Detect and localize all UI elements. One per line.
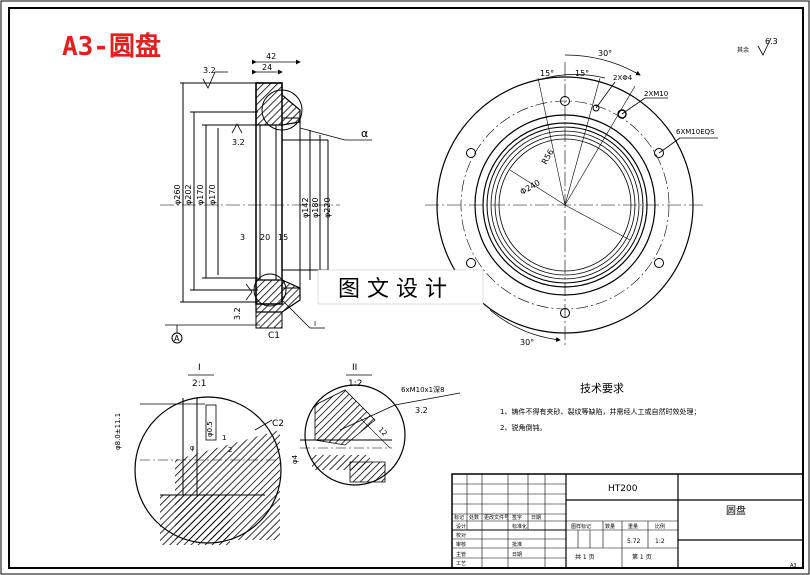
svg-text:6XM10EQS: 6XM10EQS xyxy=(676,128,715,136)
svg-text:2XΦ4: 2XΦ4 xyxy=(613,74,633,82)
svg-text:C2: C2 xyxy=(272,419,284,429)
plan-view-labels: 30° 15° 15° 2XΦ4 2XM10 6XM10EQS R56 Φ240… xyxy=(519,37,778,347)
svg-text:第 1 页: 第 1 页 xyxy=(632,553,652,561)
section-view-labels: 42 24 3.2 3.2 φ260 φ202 φ170 φ170 φ142 φ… xyxy=(173,52,368,343)
svg-text:签字: 签字 xyxy=(512,514,522,521)
svg-text:设计: 设计 xyxy=(456,523,466,530)
svg-text:3.2: 3.2 xyxy=(415,406,428,415)
svg-text:批准: 批准 xyxy=(512,541,522,548)
svg-text:3.2: 3.2 xyxy=(233,307,242,320)
svg-text:φ202: φ202 xyxy=(184,184,193,205)
svg-text:C1: C1 xyxy=(268,331,280,341)
svg-text:日期: 日期 xyxy=(531,515,541,521)
plan-view xyxy=(425,37,772,345)
detail-I xyxy=(134,374,282,545)
svg-text:重量: 重量 xyxy=(628,523,638,530)
detail-II-labels: II 1:2 6xM10x1深8 3.2 12 φ4 xyxy=(291,363,445,464)
svg-text:30°: 30° xyxy=(598,49,612,58)
svg-text:φ8.0±11.1: φ8.0±11.1 xyxy=(114,413,122,450)
svg-text:15: 15 xyxy=(278,233,288,242)
svg-text:其余: 其余 xyxy=(737,46,749,54)
inner-border xyxy=(8,7,804,569)
detail-I-labels: I 2:1 C2 φ0.5 1 φ 2 φ8.0±11.1 xyxy=(114,363,284,454)
section-view xyxy=(160,59,372,344)
svg-text:5.72: 5.72 xyxy=(627,538,641,545)
svg-text:φ: φ xyxy=(190,444,195,452)
svg-text:比例: 比例 xyxy=(655,523,665,530)
svg-text:数量: 数量 xyxy=(605,523,615,530)
svg-text:工艺: 工艺 xyxy=(456,561,466,567)
material: HT200 xyxy=(608,484,638,494)
svg-text:主管: 主管 xyxy=(456,551,466,558)
svg-text:校对: 校对 xyxy=(456,532,466,539)
svg-text:2XM10: 2XM10 xyxy=(644,90,668,98)
svg-text:2:1: 2:1 xyxy=(192,379,206,389)
svg-text:1:2: 1:2 xyxy=(348,379,362,389)
svg-text:处数: 处数 xyxy=(469,514,479,521)
watermark-bg xyxy=(317,269,484,305)
watermark: 图 文 设 计 xyxy=(338,277,447,302)
tech-req-item-1: 1、铸件不得有夹砂、裂纹等缺陷，并需经人工或自然时效处理； xyxy=(500,407,700,416)
title-block-text: HT200 圆盘 标记 处数 更改文件号 签字 日期 设计 标准化 校对 审核 … xyxy=(454,484,797,569)
svg-text:20: 20 xyxy=(260,233,270,242)
svg-text:φ170: φ170 xyxy=(196,184,205,205)
svg-text:日期: 日期 xyxy=(512,552,522,558)
svg-text:α: α xyxy=(361,127,368,140)
part-name: 圆盘 xyxy=(726,504,746,517)
svg-text:6.3: 6.3 xyxy=(765,37,778,46)
svg-text:3: 3 xyxy=(240,233,245,242)
svg-text:A: A xyxy=(174,334,180,343)
svg-text:12: 12 xyxy=(377,426,389,438)
svg-text:图样标记: 图样标记 xyxy=(571,523,591,530)
svg-text:3.2: 3.2 xyxy=(232,138,245,147)
svg-text:审核: 审核 xyxy=(456,541,466,548)
svg-text:φ4: φ4 xyxy=(291,454,299,464)
title-block xyxy=(451,473,804,569)
svg-text:30°: 30° xyxy=(520,338,534,347)
svg-text:3.2: 3.2 xyxy=(203,66,216,75)
svg-text:A3: A3 xyxy=(790,563,797,569)
svg-text:φ260: φ260 xyxy=(173,184,182,205)
svg-text:φ220: φ220 xyxy=(323,197,332,218)
tech-req-title: 技术要求 xyxy=(580,382,624,395)
svg-text:φ180: φ180 xyxy=(311,197,320,218)
svg-text:标准化: 标准化 xyxy=(512,523,527,530)
svg-text:15°: 15° xyxy=(575,69,589,78)
svg-text:I: I xyxy=(314,320,316,328)
svg-text:42: 42 xyxy=(266,52,276,61)
svg-text:φ0.5: φ0.5 xyxy=(206,421,214,437)
svg-text:24: 24 xyxy=(262,63,272,72)
detail-II xyxy=(300,374,461,486)
svg-text:1: 1 xyxy=(222,434,226,442)
svg-text:Φ240: Φ240 xyxy=(519,178,542,197)
svg-text:φ170: φ170 xyxy=(208,184,217,205)
svg-text:1:2: 1:2 xyxy=(655,538,665,545)
svg-text:2: 2 xyxy=(228,446,232,454)
svg-text:更改文件号: 更改文件号 xyxy=(484,514,509,521)
tech-req-item-2: 2、锐角倒钝。 xyxy=(500,423,546,432)
svg-text:15°: 15° xyxy=(540,69,554,78)
svg-text:I: I xyxy=(198,363,201,373)
svg-text:标记: 标记 xyxy=(454,514,464,521)
svg-text:II: II xyxy=(352,363,357,373)
svg-text:共 1 页: 共 1 页 xyxy=(575,553,595,561)
svg-text:6xM10x1深8: 6xM10x1深8 xyxy=(401,385,445,394)
tech-requirements: 技术要求 1、铸件不得有夹砂、裂纹等缺陷，并需经人工或自然时效处理； 2、锐角倒… xyxy=(500,382,700,432)
svg-text:φ142: φ142 xyxy=(301,197,310,218)
title-overlay: A3-圆盘 xyxy=(62,31,161,62)
